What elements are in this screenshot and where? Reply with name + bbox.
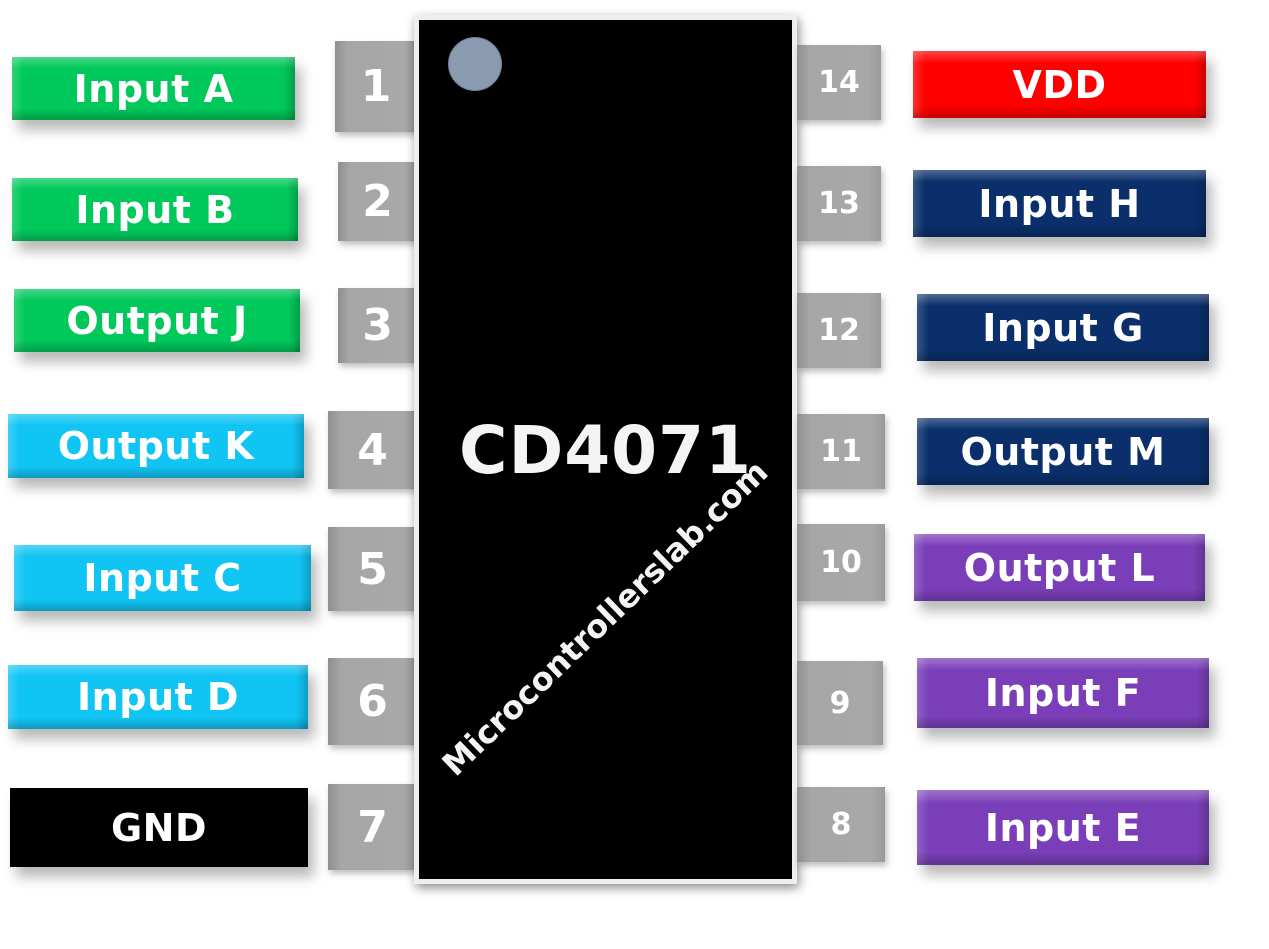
pin-label-4: Output K [8, 414, 304, 478]
pin-label-11: Output M [917, 418, 1209, 485]
pin-label-6: Input D [8, 665, 308, 729]
pin-label-9: Input F [917, 658, 1209, 728]
pin-number-2: 2 [338, 162, 417, 241]
pin1-notch-icon [448, 37, 502, 91]
pin-label-text: Output M [960, 429, 1166, 474]
pin-number-7: 7 [328, 784, 417, 870]
pin-label-text: Input A [73, 66, 234, 111]
ic-chip-body [414, 15, 797, 884]
pin-label-10: Output L [914, 534, 1205, 601]
pin-number-9: 9 [797, 661, 883, 745]
pin-label-5: Input C [14, 545, 311, 611]
pin-label-3: Output J [14, 289, 300, 352]
pin-number-4: 4 [328, 411, 417, 489]
pin-label-2: Input B [12, 178, 298, 241]
pin-label-text: VDD [1012, 62, 1107, 107]
pin-number-8: 8 [797, 787, 885, 862]
pin-label-13: Input H [913, 170, 1206, 237]
pin-number-12: 12 [797, 293, 881, 368]
pin-label-8: Input E [917, 790, 1209, 865]
pin-label-text: Input F [984, 671, 1142, 715]
pin-label-text: Input E [984, 805, 1142, 850]
pin-label-14: VDD [913, 51, 1206, 118]
pin-number-10: 10 [797, 524, 885, 601]
pin-number-6: 6 [328, 658, 417, 745]
pin-label-text: Input G [982, 305, 1144, 350]
pin-label-text: Output L [963, 545, 1156, 590]
pin-number-13: 13 [797, 166, 881, 241]
pin-number-14: 14 [797, 45, 881, 120]
pin-label-text: GND [110, 805, 208, 850]
pin-number-11: 11 [797, 414, 885, 489]
pin-label-text: Input H [978, 181, 1141, 226]
pin-label-text: Output K [57, 424, 255, 468]
pin-label-text: Input C [83, 556, 242, 600]
pin-number-3: 3 [338, 288, 417, 363]
pin-label-1: Input A [12, 57, 295, 120]
pin-label-12: Input G [917, 294, 1209, 361]
pin-label-text: Input D [77, 675, 239, 719]
pin-label-text: Output J [66, 298, 248, 343]
pin-label-text: Input B [75, 187, 235, 232]
pin-label-7: GND [10, 788, 308, 867]
pin-number-5: 5 [328, 527, 417, 611]
pin-number-1: 1 [335, 41, 417, 132]
chip-name: CD4071 [459, 412, 752, 489]
